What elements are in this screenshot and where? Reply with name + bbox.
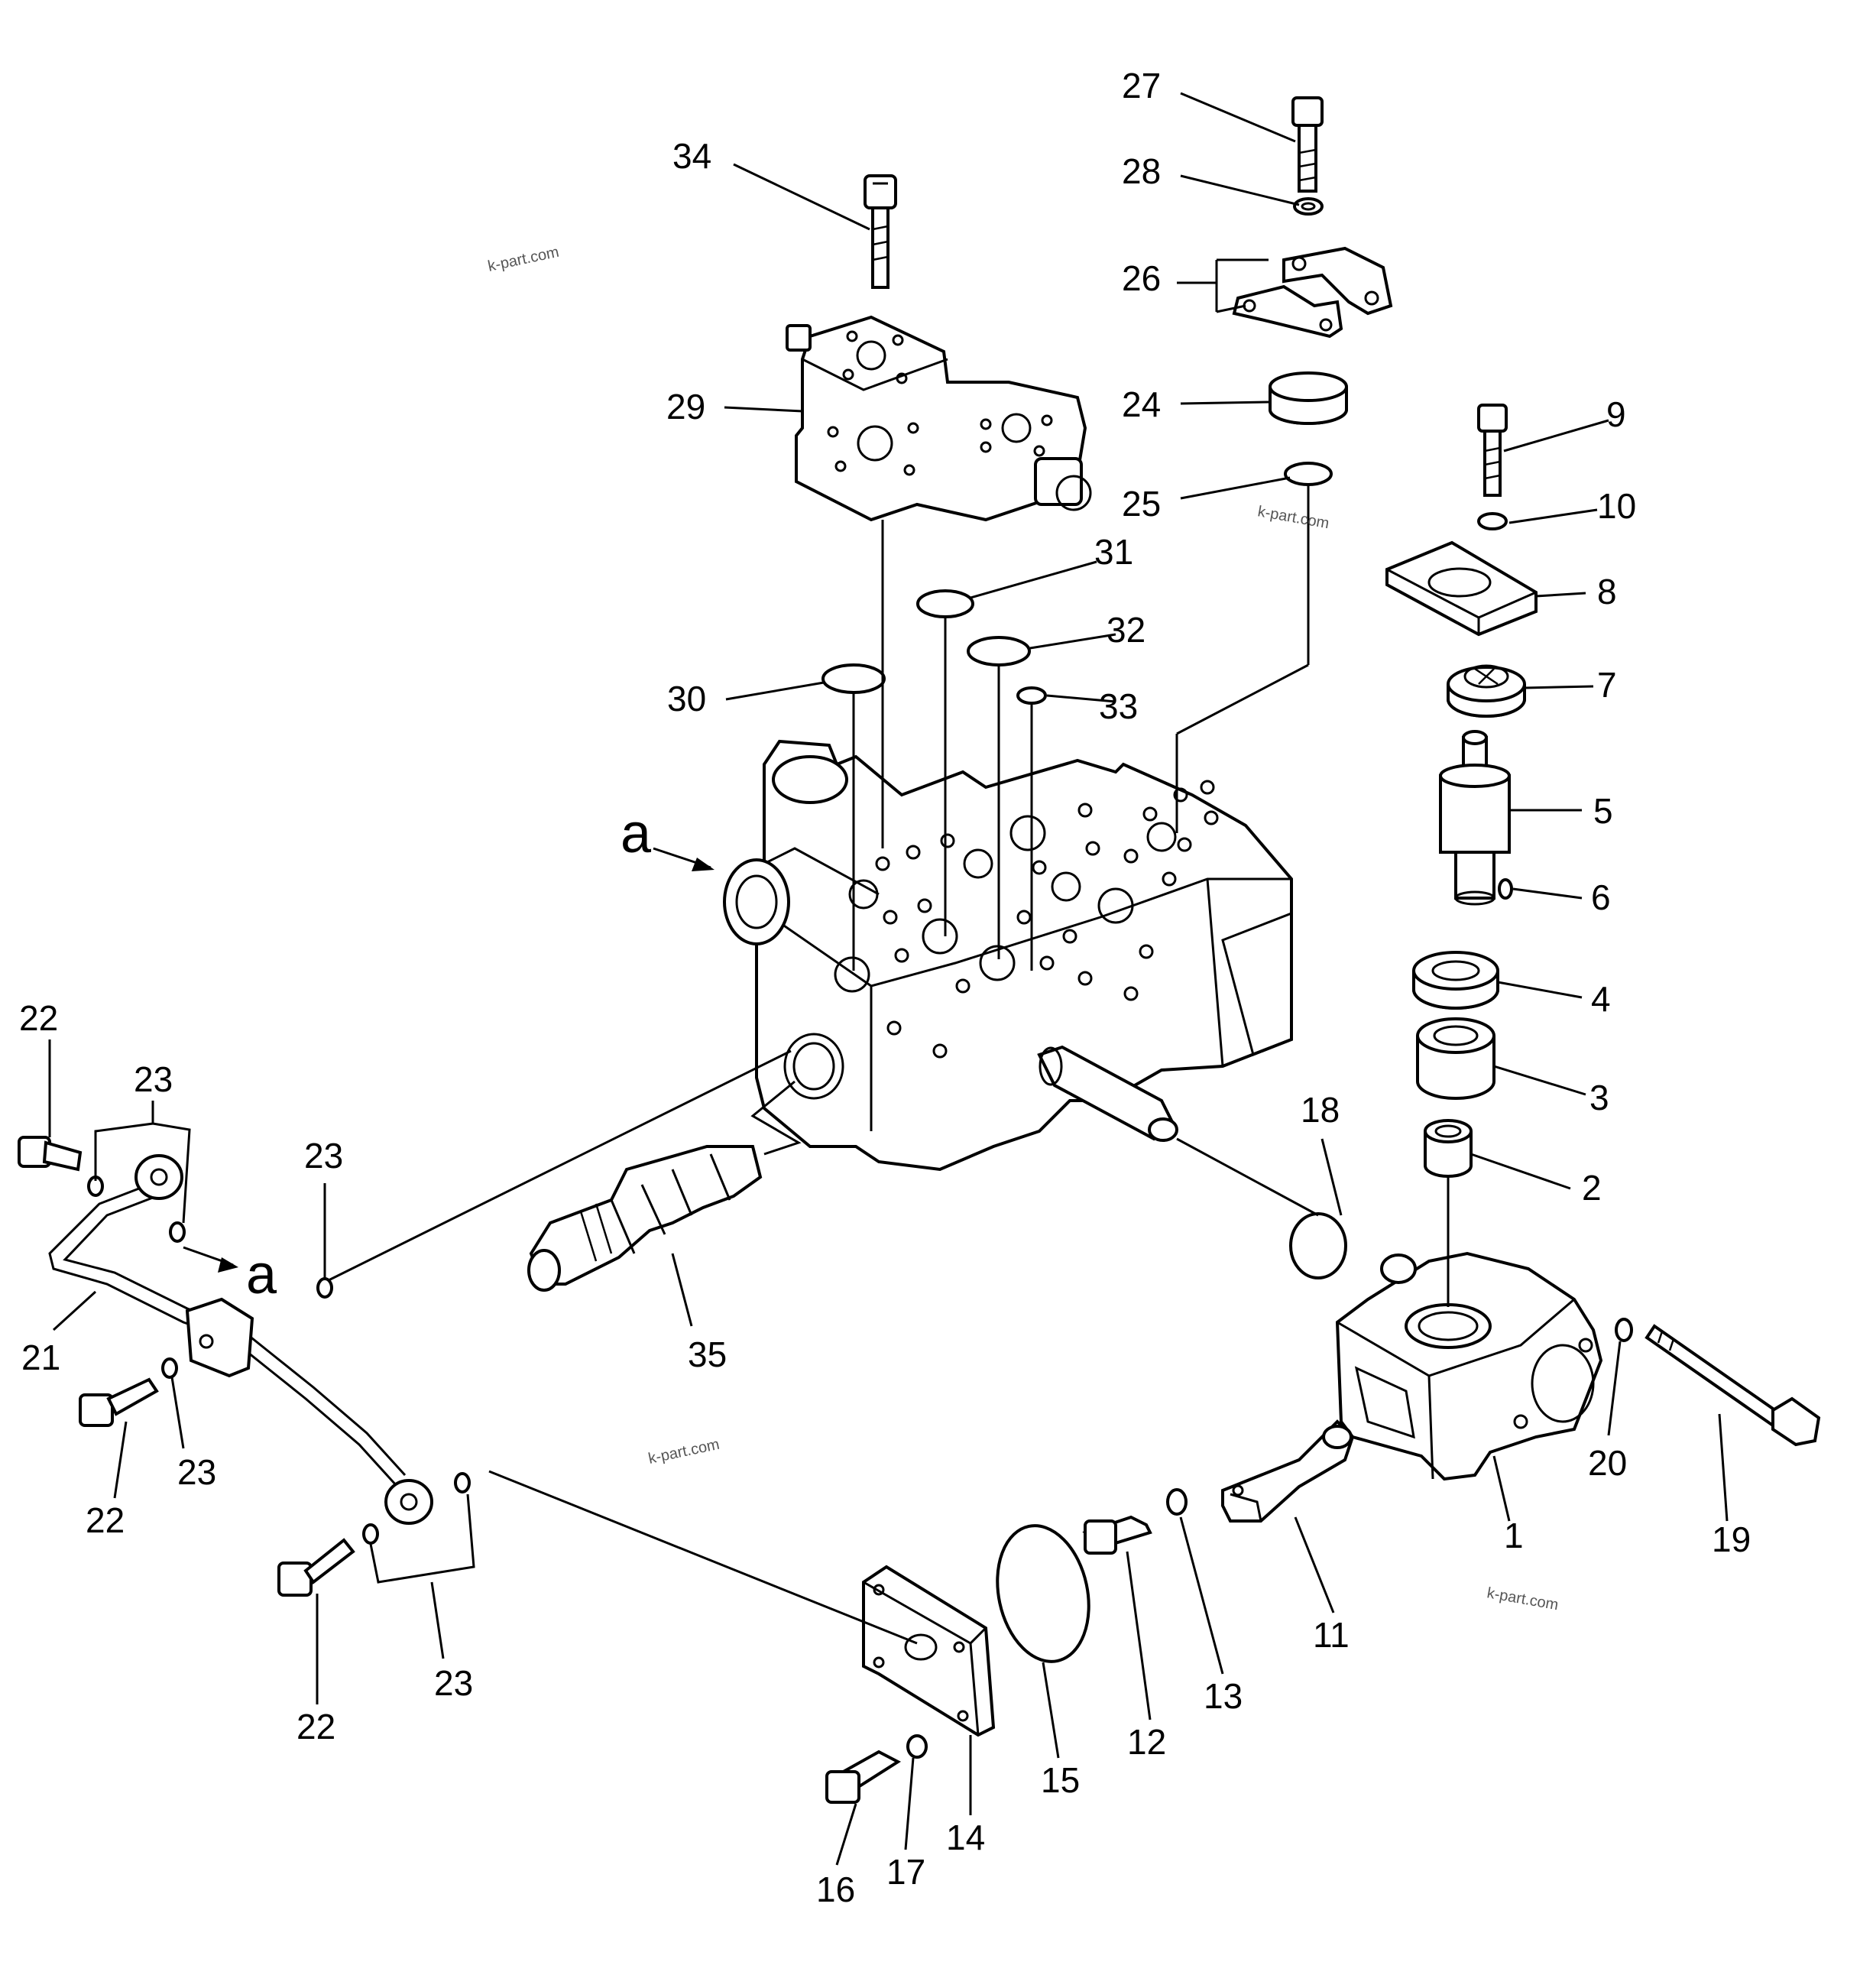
callout-16: 16 xyxy=(816,1870,855,1909)
part-4-seal xyxy=(1412,951,1499,1010)
callout-21: 21 xyxy=(21,1338,60,1377)
view-marker-a-top: a xyxy=(621,803,652,864)
part-3-bearing xyxy=(1416,1017,1495,1100)
callout-12: 12 xyxy=(1127,1722,1166,1762)
callout-3: 3 xyxy=(1589,1078,1609,1117)
part-9-bolt xyxy=(1477,404,1508,497)
part-2-bushing xyxy=(1424,1119,1473,1178)
part-29-valve-cover xyxy=(786,315,1092,522)
part-23-washer-5 xyxy=(362,1523,379,1545)
callout-1: 1 xyxy=(1504,1516,1524,1555)
part-14-cover xyxy=(862,1565,996,1737)
main-control-valve-block xyxy=(723,739,1293,1172)
view-arrow-a-top xyxy=(653,847,715,871)
callout-9: 9 xyxy=(1606,394,1626,434)
callout-4: 4 xyxy=(1591,979,1611,1019)
part-12-bolt xyxy=(1082,1515,1152,1555)
part-30-o-ring xyxy=(821,663,886,694)
view-marker-a-left: a xyxy=(246,1244,277,1305)
part-24-plug xyxy=(1269,371,1348,425)
callout-35: 35 xyxy=(688,1335,727,1374)
part-31-o-ring xyxy=(916,589,974,618)
part-22-bolt-b xyxy=(79,1377,159,1427)
part-23-washer-3 xyxy=(316,1277,333,1299)
callout-15: 15 xyxy=(1041,1760,1080,1800)
part-15-o-ring xyxy=(996,1524,1090,1663)
part-5-shaft xyxy=(1439,730,1511,906)
leader-lines xyxy=(48,92,1729,1866)
callout-14: 14 xyxy=(946,1818,985,1857)
watermark-4: k-part.com xyxy=(1486,1584,1560,1613)
callout-32: 32 xyxy=(1107,610,1145,650)
part-22-bolt-c xyxy=(277,1538,355,1597)
part-33-o-ring xyxy=(1016,686,1047,705)
callout-2: 2 xyxy=(1582,1168,1602,1208)
callout-31: 31 xyxy=(1094,532,1133,572)
part-22-bolt-a xyxy=(18,1136,83,1172)
callout-7: 7 xyxy=(1597,665,1617,705)
part-1-housing xyxy=(1335,1251,1603,1481)
callout-25: 25 xyxy=(1122,484,1161,524)
callout-23-top: 23 xyxy=(134,1059,173,1099)
part-23-washer-6 xyxy=(454,1472,471,1493)
callout-17: 17 xyxy=(886,1852,925,1892)
callout-34: 34 xyxy=(672,136,711,176)
part-32-o-ring xyxy=(967,636,1031,666)
callout-22-top: 22 xyxy=(19,998,58,1038)
part-27-bolt xyxy=(1291,96,1324,193)
part-28-washer xyxy=(1293,197,1324,216)
callout-29: 29 xyxy=(666,387,705,426)
part-16-bolt xyxy=(825,1750,901,1804)
callout-24: 24 xyxy=(1122,384,1161,424)
callout-6: 6 xyxy=(1591,877,1611,917)
part-18-o-ring xyxy=(1289,1212,1347,1279)
callout-23-mid: 23 xyxy=(304,1136,343,1176)
callout-22-bottom: 22 xyxy=(296,1707,335,1746)
callout-13: 13 xyxy=(1204,1676,1243,1716)
callout-33: 33 xyxy=(1099,686,1138,726)
part-21-pipe xyxy=(48,1154,433,1525)
part-8-plate xyxy=(1385,540,1538,637)
view-arrow-a-left xyxy=(183,1246,238,1273)
part-20-washer xyxy=(1615,1318,1633,1342)
callout-10: 10 xyxy=(1597,486,1636,526)
part-25-o-ring xyxy=(1284,462,1333,486)
part-35-relief-valve xyxy=(527,1145,763,1292)
part-26-split-flange xyxy=(1232,246,1393,339)
spool-stem xyxy=(1037,1045,1178,1142)
part-11-lever xyxy=(1221,1419,1355,1523)
part-17-washer xyxy=(906,1734,928,1759)
callout-8: 8 xyxy=(1597,572,1617,611)
callout-23-left: 23 xyxy=(177,1452,216,1492)
part-34-bolt xyxy=(864,174,897,289)
callout-19: 19 xyxy=(1712,1519,1751,1559)
part-23-washer-4 xyxy=(161,1357,178,1379)
part-7-bushing xyxy=(1447,664,1526,718)
bracket-26-bot xyxy=(1216,304,1246,313)
part-13-washer xyxy=(1166,1488,1188,1516)
callout-23-bottom: 23 xyxy=(434,1663,473,1703)
watermark-2: k-part.com xyxy=(1256,503,1330,532)
callout-5: 5 xyxy=(1593,791,1613,831)
part-10-washer xyxy=(1477,512,1508,530)
callout-18: 18 xyxy=(1301,1090,1340,1130)
watermark-1: k-part.com xyxy=(486,244,560,275)
part-23-washer-2 xyxy=(169,1221,186,1243)
callout-20: 20 xyxy=(1588,1443,1627,1483)
part-6-pin xyxy=(1498,878,1513,900)
part-19-bolt xyxy=(1645,1324,1821,1447)
callout-11: 11 xyxy=(1313,1615,1350,1655)
watermark-3: k-part.com xyxy=(646,1436,721,1467)
callout-27: 27 xyxy=(1122,66,1161,105)
callout-26: 26 xyxy=(1122,258,1161,298)
callout-22-left: 22 xyxy=(86,1500,125,1540)
callout-30: 30 xyxy=(667,679,706,718)
callout-28: 28 xyxy=(1122,151,1161,191)
